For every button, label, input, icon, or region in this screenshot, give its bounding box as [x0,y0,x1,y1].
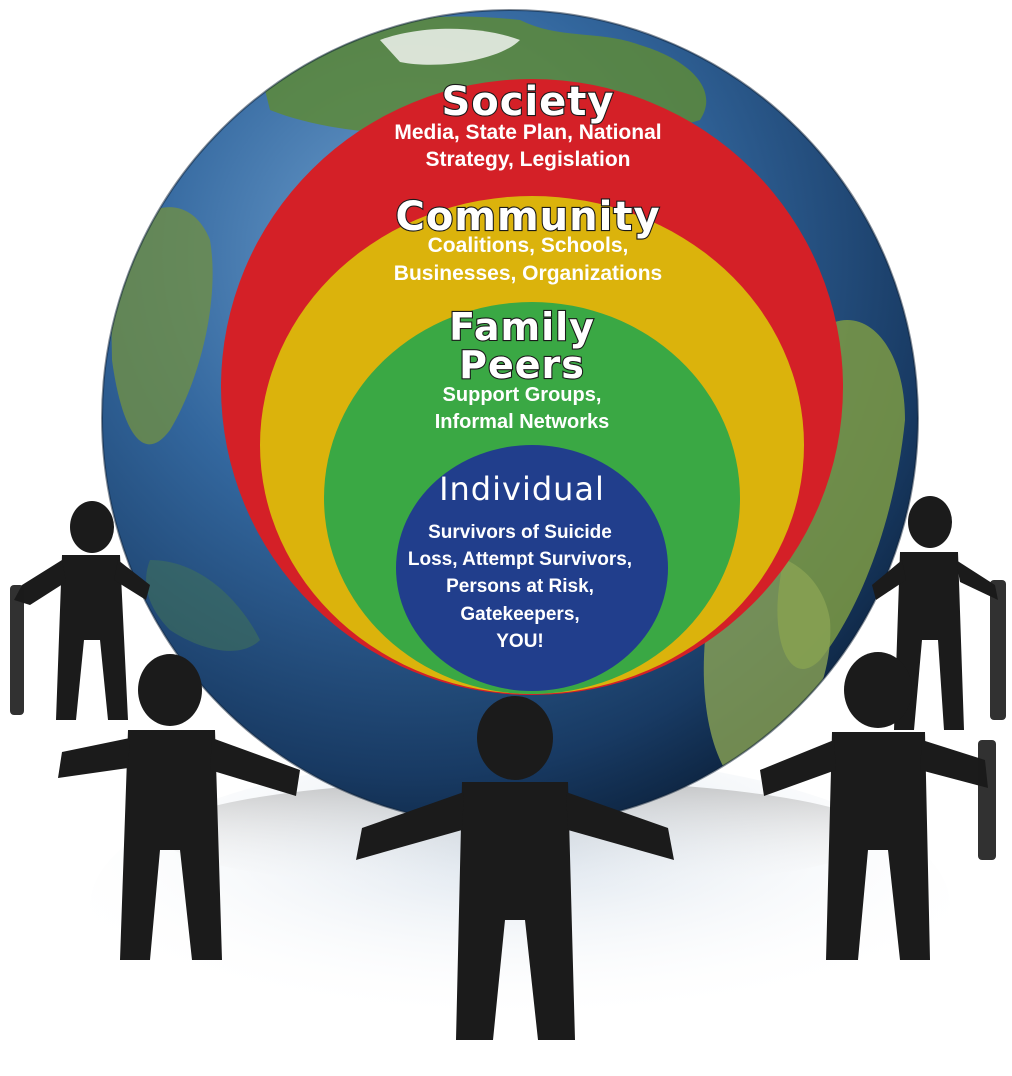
society-desc-line-2: Strategy, Legislation [426,148,631,171]
person-left-front [58,654,300,960]
individual-title: Individual [439,470,605,508]
individual-desc-line-1: Survivors of Suicide [428,522,612,543]
family-peers-desc-line-1: Support Groups, [443,384,602,406]
society-desc-line-1: Media, State Plan, National [394,121,661,144]
land-left [110,207,213,445]
person-center [356,696,674,1040]
individual-desc-line-4: Gatekeepers, [460,604,579,625]
land-ice [380,28,520,65]
community-desc-line-1: Coalitions, Schools, [428,234,629,257]
individual-circle [396,445,668,691]
individual-desc-line-3: Persons at Risk, [446,576,594,597]
people-group [10,496,1006,1040]
community-desc-line-2: Businesses, Organizations [394,262,662,285]
community-title: Community [395,194,660,240]
family-peers-desc-line-2: Informal Networks [435,411,609,433]
individual-desc-line-2: Loss, Attempt Survivors, [408,549,632,570]
person-left-back [10,501,150,720]
land-lower-left [146,560,260,651]
society-title: Society [441,79,614,125]
family-title: Family [449,305,595,349]
individual-desc-line-5: YOU! [496,631,544,652]
peers-title: Peers [459,343,585,387]
person-right-front [760,652,996,960]
